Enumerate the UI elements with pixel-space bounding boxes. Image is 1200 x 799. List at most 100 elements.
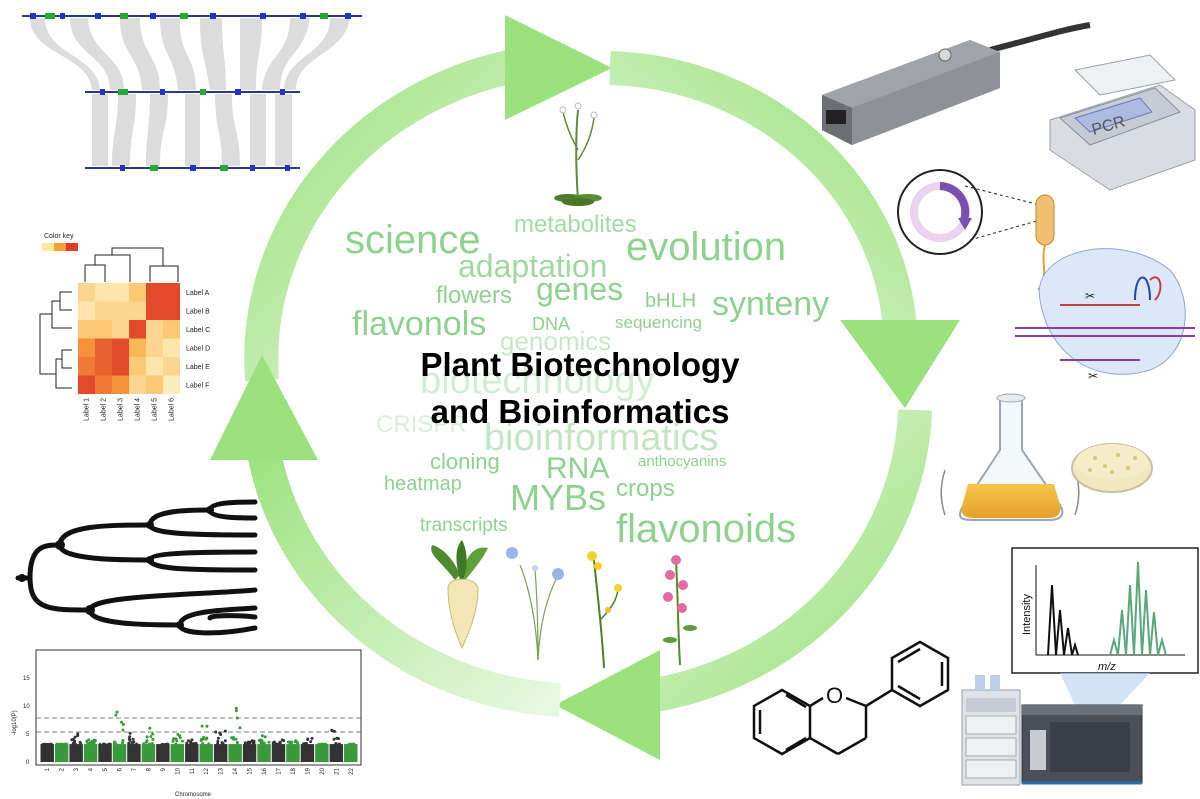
manhattan-chromosome-block [156,744,170,762]
manhattan-point [121,738,125,742]
manhattan-point [58,743,62,747]
manhattan-point [199,737,203,741]
heatmap-cell [146,375,163,394]
arrow-right [609,51,917,332]
word-dna: DNA [532,314,570,334]
manhattan-xtick: 1 [45,767,51,771]
manhattan-point [310,736,314,740]
heatmap-cell [78,357,95,376]
manhattan-point [207,742,211,746]
manhattan-point [267,740,271,744]
manhattan-xtick: 5 [103,767,109,771]
word-biotechnology: biotechnology [420,360,655,402]
manhattan-point [151,732,155,736]
manhattan-xtick: 12 [204,767,210,774]
heatmap-cell [95,320,112,339]
svg-text:✂: ✂ [1088,369,1098,383]
manhattan-xtick: 14 [233,767,239,774]
mass-spec-chart: Intensity m/z [1011,547,1199,705]
manhattan-point [171,739,175,743]
tree-nodes [18,506,214,629]
manhattan-bars [40,706,358,762]
mass-spec-ylabel: Intensity [1021,594,1033,635]
manhattan-xtick: 3 [74,767,80,771]
manhattan-xtick: 19 [305,767,311,774]
flavan-oxygen-label: O [826,683,843,708]
word-genes: genes [536,271,623,307]
manhattan-point [200,724,204,728]
manhattan-xtick: 2 [60,767,66,771]
cycle-arrows [210,15,960,760]
heatmap-cell [146,357,163,376]
manhattan-point [149,735,153,739]
manhattan-chromosome-block [300,744,315,762]
manhattan-point [144,740,148,744]
manhattan-point [186,739,190,743]
manhattan-point [174,742,178,746]
manhattan-point [220,741,224,745]
manhattan-point [201,742,205,746]
manhattan-point [114,713,118,717]
manhattan-point [332,729,336,733]
manhattan-point [251,741,255,745]
manhattan-xtick: 15 [248,767,254,774]
manhattan-point [334,742,338,746]
manhattan-chromosome-block [242,744,257,762]
manhattan-point [121,722,125,726]
heatmap-cell [163,301,180,320]
manhattan-xtick: 22 [349,767,355,774]
manhattan-point [322,742,326,746]
manhattan-point [48,742,52,746]
title-line-2: and Bioinformatics [431,393,730,430]
manhattan-chromosome-block [170,744,185,762]
arabidopsis-plant [554,102,602,206]
heatmap-row-label: Label D [186,345,210,352]
manhattan-point [175,739,179,743]
heatmap-col-label: Label 2 [101,398,108,421]
heatmap-cell [78,301,95,320]
manhattan-point [73,735,77,739]
manhattan-xtick: 21 [334,767,340,774]
manhattan-chromosome-block [286,744,300,762]
manhattan-point [73,742,77,746]
heatmap-col-label: Label 4 [135,398,142,421]
manhattan-point [128,735,132,739]
manhattan-xtick: 18 [291,767,297,774]
manhattan-ytick-0: 0 [26,760,30,766]
manhattan-point [216,739,220,743]
manhattan-point [216,736,220,740]
word-evolution: evolution [626,225,786,269]
manhattan-point [120,720,124,724]
manhattan-point [243,741,247,745]
title-line-1: Plant Biotechnology [420,346,740,383]
word-flavonols: flavonols [352,305,486,343]
manhattan-point [103,743,107,747]
heatmap-cell [129,283,146,302]
sugar-beet [431,540,488,650]
word-metabolites: metabolites [514,211,637,238]
manhattan-ytick-15: 15 [23,676,30,682]
manhattan-chromosome-block [185,744,199,762]
heatmap-cell [129,320,146,339]
heatmap-cell [112,320,129,339]
heatmap-col-label: Label 6 [169,398,176,421]
manhattan-point [92,738,96,742]
manhattan-chromosome-block [112,744,127,762]
manhattan-point [85,739,89,743]
heatmap-cell [163,357,180,376]
heatmap-cell [78,320,95,339]
manhattan-point [332,737,336,741]
snapdragon-plant [663,555,697,666]
heatmap-cell [112,283,129,302]
heatmap-row-label: Label C [186,327,210,334]
heatmap-cell [129,357,146,376]
heatmap-cell [112,338,129,357]
manhattan-point [189,741,193,745]
manhattan-point [45,743,49,747]
manhattan-point [259,738,263,742]
heatmap-cells [78,283,180,394]
manhattan-point [42,743,46,747]
manhattan-point [304,742,308,746]
